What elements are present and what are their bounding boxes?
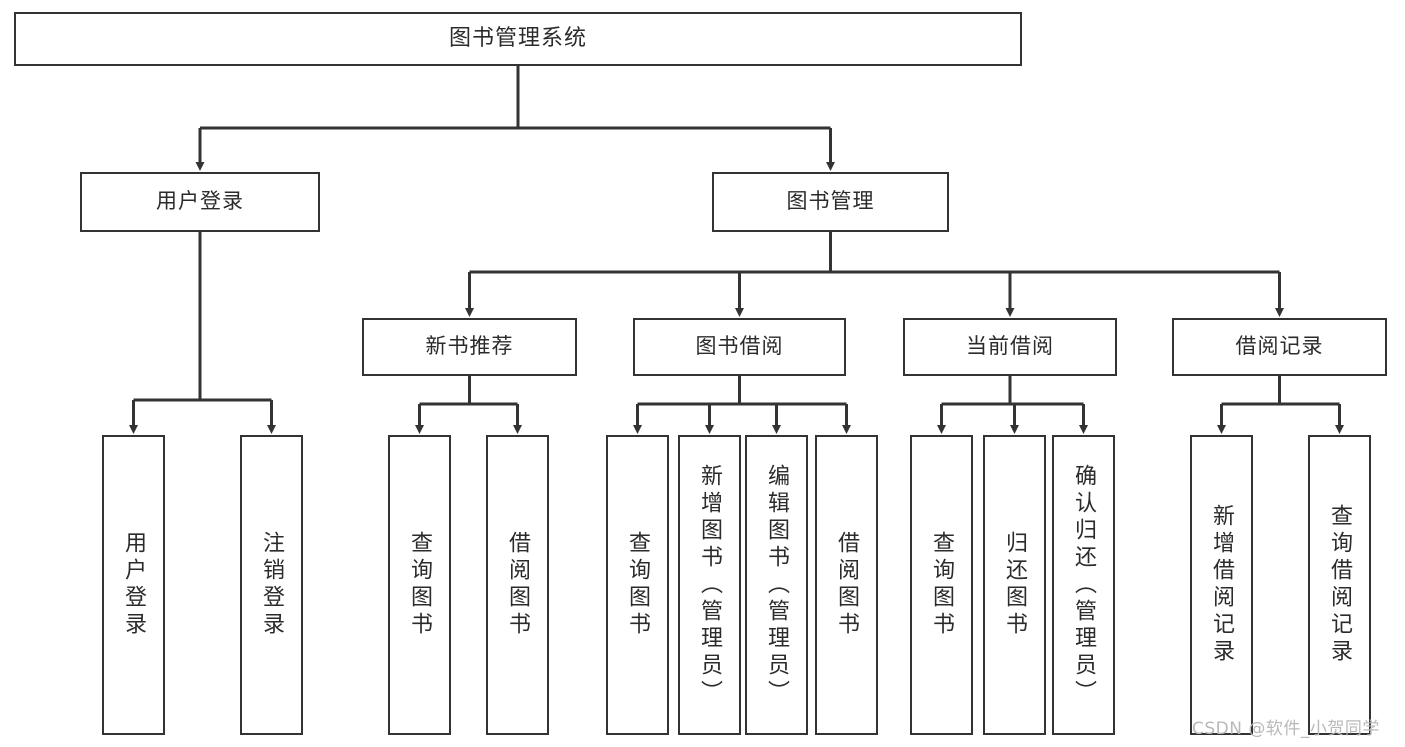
node-user-login[interactable]: 用户登录: [80, 172, 320, 232]
leaf-add-borrow-record[interactable]: 新增借阅记录: [1190, 435, 1253, 735]
leaf-borrow-book[interactable]: 借阅图书: [815, 435, 878, 735]
node-root[interactable]: 图书管理系统: [14, 12, 1022, 66]
leaf-logout[interactable]: 注销登录: [240, 435, 303, 735]
leaf-query-book-borrow[interactable]: 查询图书: [606, 435, 669, 735]
leaf-query-borrow-record[interactable]: 查询借阅记录: [1308, 435, 1371, 735]
node-book-manage[interactable]: 图书管理: [712, 172, 949, 232]
leaf-confirm-return-admin[interactable]: 确认归还（管理员）: [1052, 435, 1115, 735]
leaf-query-book-current[interactable]: 查询图书: [910, 435, 973, 735]
leaf-borrow-book-recommend[interactable]: 借阅图书: [486, 435, 549, 735]
leaf-edit-book-admin[interactable]: 编辑图书（管理员）: [745, 435, 808, 735]
node-new-book-recommend[interactable]: 新书推荐: [362, 318, 577, 376]
leaf-query-book-recommend[interactable]: 查询图书: [388, 435, 451, 735]
leaf-user-login[interactable]: 用户登录: [102, 435, 165, 735]
leaf-add-book-admin[interactable]: 新增图书（管理员）: [678, 435, 741, 735]
leaf-return-book[interactable]: 归还图书: [983, 435, 1046, 735]
csdn-watermark: CSDN @软件_小贺同学: [1192, 719, 1380, 739]
node-current-borrow[interactable]: 当前借阅: [903, 318, 1117, 376]
node-borrow-record[interactable]: 借阅记录: [1172, 318, 1387, 376]
node-book-borrow[interactable]: 图书借阅: [633, 318, 846, 376]
